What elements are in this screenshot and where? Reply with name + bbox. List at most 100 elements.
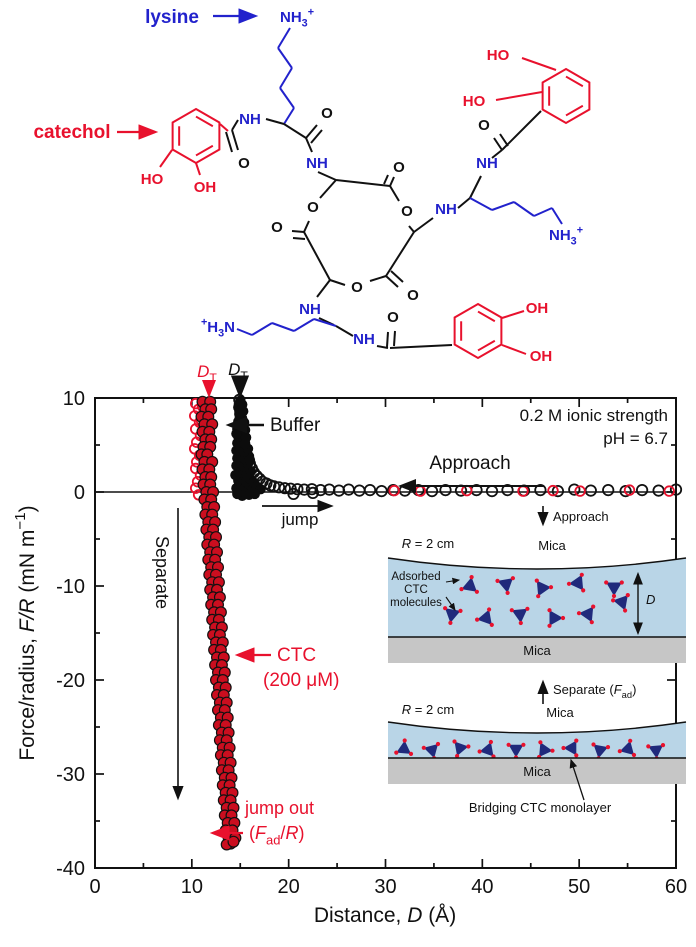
text-segment: ( [249, 823, 255, 843]
ctc-molecule-icon [396, 740, 411, 754]
bond [376, 345, 389, 349]
text-segment: HO [463, 93, 486, 110]
catechol-rings [171, 67, 591, 360]
text-segment: O [351, 279, 363, 296]
bond [231, 129, 239, 151]
x-tick-label: 40 [471, 876, 493, 898]
data-point-buffer-approach [375, 484, 388, 498]
jump-label: jump [281, 510, 319, 529]
catechol-dot [591, 604, 596, 609]
bond [225, 131, 233, 153]
atom-label: O [387, 309, 399, 326]
catechol-dot [574, 738, 579, 743]
text-segment: O [307, 199, 319, 216]
catechol-dot [576, 611, 582, 616]
catechol-label: catechol [33, 122, 110, 143]
bond [457, 197, 471, 209]
catechol-dot [394, 750, 399, 755]
data-point-buffer-approach [439, 483, 452, 497]
bond [283, 123, 307, 139]
text-segment: + [201, 317, 207, 329]
ring-double-bond [195, 115, 214, 128]
atom-label: OH [530, 348, 553, 365]
radius-label-2: R = 2 cm [402, 702, 454, 717]
atom-label: NH3+ [280, 7, 314, 30]
text-segment: OH [530, 348, 553, 365]
bond [469, 197, 493, 211]
ctc-molecule-icon [569, 574, 584, 591]
bond [291, 230, 305, 233]
text-segment: OH [526, 300, 549, 317]
x-tick-label: 50 [568, 876, 590, 898]
catechol-dot [505, 590, 510, 596]
text-segment: HO [487, 47, 510, 64]
text-segment: ad [622, 690, 632, 700]
atom-label: O [321, 105, 333, 122]
data-point-buffer-approach [323, 483, 336, 496]
data-point-buffer-approach [551, 484, 565, 498]
inset-approach-label: Approach [553, 509, 609, 524]
dt-black-label: DT [228, 360, 248, 383]
catechol-dot [488, 739, 493, 745]
data-point-buffer-approach [342, 483, 355, 496]
y-tick-label: 10 [63, 388, 85, 410]
ctc-molecule-icon [461, 577, 477, 592]
catechol-dot [458, 608, 463, 614]
text-segment: NH [549, 227, 571, 244]
catechol-dot [581, 588, 586, 593]
data-point-buffer-approach [669, 483, 683, 496]
bond [305, 137, 313, 153]
bond [393, 330, 396, 347]
ctc-label: CTC [277, 645, 316, 666]
bond [195, 162, 201, 176]
x-tick-label: 10 [181, 876, 203, 898]
data-point-buffer-approach [272, 481, 286, 494]
text-segment: OH [194, 179, 217, 196]
catechol-dot [550, 748, 555, 753]
bond [385, 275, 399, 288]
bond [501, 110, 542, 151]
bond [389, 185, 400, 202]
atom-label: O [393, 159, 405, 176]
bond [277, 27, 291, 49]
data-point-ctc-adhesion-column [227, 835, 240, 848]
y-axis-label: Force/radius, F/R (mN m−1) [12, 505, 39, 760]
text-segment: D [646, 592, 655, 607]
catechol-dot [547, 623, 552, 628]
ctc-molecule-icon [613, 595, 628, 611]
atom-label: OH [526, 300, 549, 317]
atom-label: HO [463, 93, 486, 110]
atom-label: NH [306, 155, 328, 172]
catechol-dot [660, 743, 666, 748]
text-segment: Force/radius, [16, 632, 39, 760]
atom-label: NH [353, 331, 375, 348]
data-point-buffer-approach [287, 487, 300, 500]
text-segment: + [308, 7, 314, 19]
data-point-buffer-approach [306, 486, 319, 499]
data-point-ctc-approach [547, 484, 559, 497]
ctc-molecule-icon [454, 741, 469, 756]
data-point-buffer-approach [353, 484, 366, 497]
bond [469, 175, 482, 199]
data-point-buffer-approach [501, 483, 514, 497]
catechol-dot [509, 608, 514, 613]
text-segment: N [224, 319, 235, 336]
catechol-dot [617, 749, 622, 754]
jump-out-label: jump out [244, 798, 314, 818]
text-segment: (Å) [422, 904, 456, 927]
catechol-dot [474, 589, 479, 594]
catechol-dot [560, 615, 566, 621]
text-segment: 3 [302, 18, 308, 30]
bond [369, 275, 387, 282]
mica-top-label-2: Mica [546, 705, 574, 720]
text-segment: Distance, [314, 904, 407, 927]
bond [319, 179, 337, 199]
text-segment: R [402, 536, 411, 551]
text-segment: R [402, 702, 411, 717]
text-segment: T [209, 371, 217, 385]
text-segment: O [407, 287, 419, 304]
catechol-dot [477, 749, 482, 754]
ctc-molecule-icon [619, 740, 634, 755]
catechol-dot [421, 745, 426, 750]
